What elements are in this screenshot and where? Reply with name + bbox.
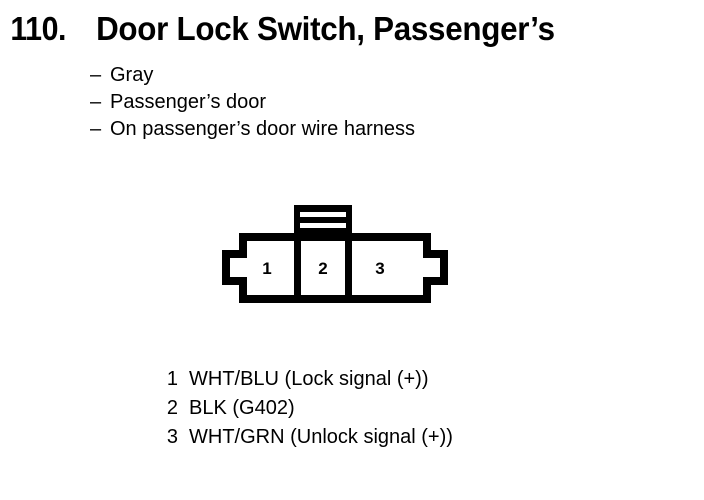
pin-legend: 1 WHT/BLU (Lock signal (+)) 2 BLK (G402)…	[160, 365, 453, 452]
connector-diagram: 1 2 3	[222, 200, 472, 308]
attribute-item-label: Passenger’s door	[110, 91, 267, 113]
pin-legend-number: 3	[166, 426, 178, 448]
connector-divider-2	[345, 241, 352, 295]
pin-legend-number: 2	[166, 397, 178, 419]
pin-legend-number: 1	[166, 368, 178, 390]
attribute-list: – Gray – Passenger’s door – On passenger…	[90, 62, 415, 143]
page-title-number: 110.	[10, 10, 67, 47]
connector-pin-number-2: 2	[318, 259, 327, 278]
attribute-item-label: On passenger’s door wire harness	[110, 118, 415, 140]
pin-legend-description: WHT/BLU (Lock signal (+))	[189, 368, 429, 390]
connector-pin-number-3: 3	[375, 259, 384, 278]
connector-divider-1	[294, 241, 301, 295]
attribute-item-label: Gray	[110, 64, 154, 86]
connector-pin-number-1: 1	[262, 259, 271, 278]
dash-marker-icon: –	[90, 91, 102, 113]
connector-outline-icon: 1 2 3	[222, 205, 448, 303]
pin-legend-description: WHT/GRN (Unlock signal (+))	[189, 426, 453, 448]
page-title-text: Door Lock Switch, Passenger’s	[96, 10, 556, 47]
pin-legend-description: BLK (G402)	[189, 397, 295, 419]
attribute-item-harness: – On passenger’s door wire harness	[90, 116, 415, 143]
pin-legend-row: 3 WHT/GRN (Unlock signal (+))	[160, 423, 453, 452]
attribute-item-color: – Gray	[90, 62, 415, 89]
pin-legend-row: 2 BLK (G402)	[160, 394, 453, 423]
dash-marker-icon: –	[90, 118, 102, 140]
attribute-item-location: – Passenger’s door	[90, 89, 415, 116]
dash-marker-icon: –	[90, 64, 102, 86]
page-title: 110. Door Lock Switch, Passenger’s	[8, 10, 567, 48]
pin-legend-row: 1 WHT/BLU (Lock signal (+))	[160, 365, 453, 394]
connector-body-outline	[222, 233, 448, 303]
